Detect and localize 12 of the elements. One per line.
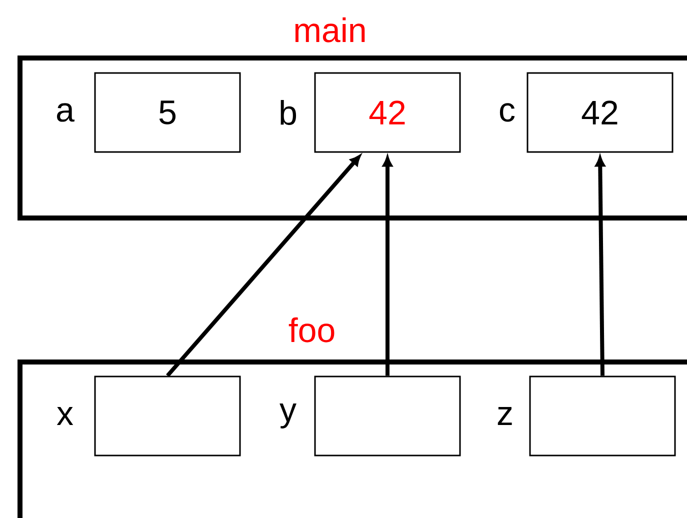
frame-title: main <box>295 17 365 42</box>
value-box: 42 <box>314 72 461 153</box>
variable-name: x <box>56 407 74 425</box>
value-box: 42 <box>526 72 674 153</box>
value-box: 5 <box>94 72 241 153</box>
variable-name: y <box>280 403 296 428</box>
variable-name: c <box>500 103 515 122</box>
variable-name: z <box>498 407 512 425</box>
variable-name: a <box>57 103 74 122</box>
frame-title: foo <box>288 317 334 342</box>
variable-name: b <box>280 100 296 125</box>
arrow <box>166 155 361 378</box>
